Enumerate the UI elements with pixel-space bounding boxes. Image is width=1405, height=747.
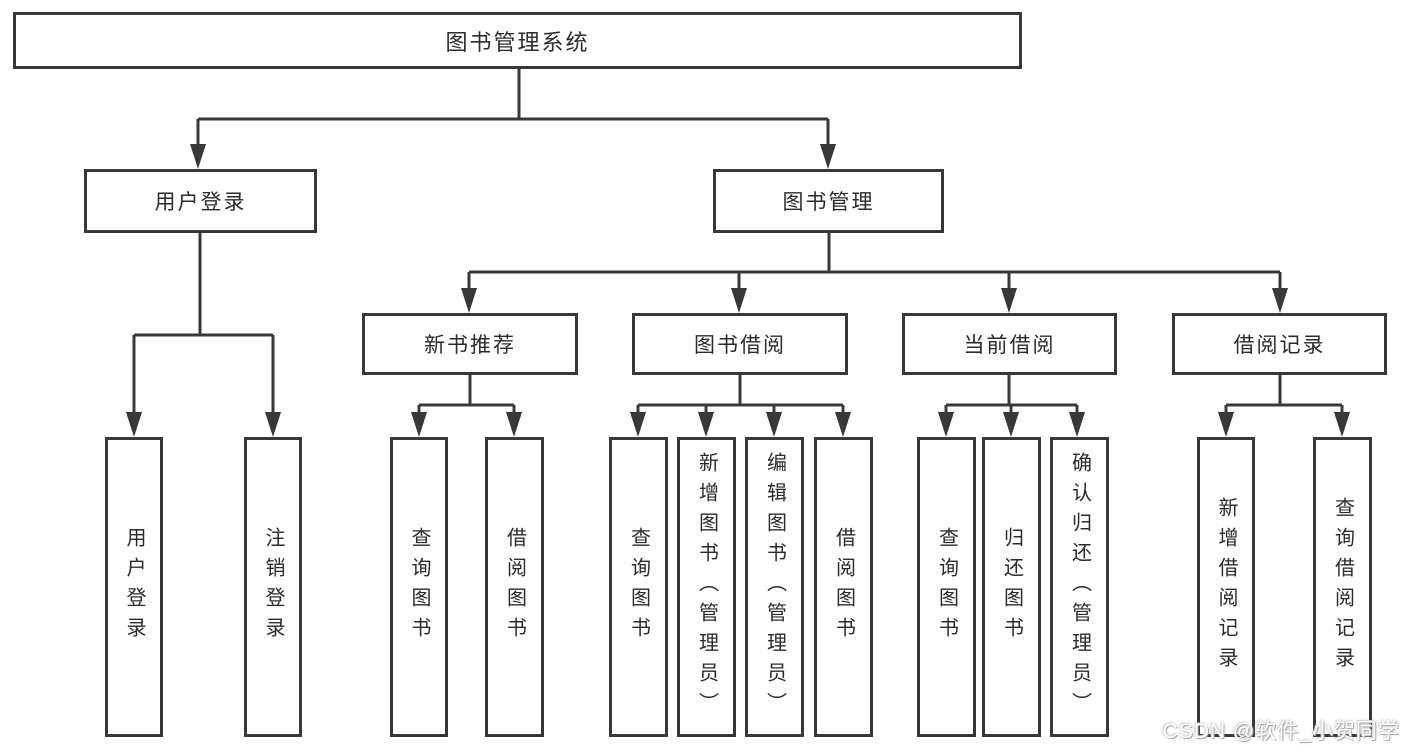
leaf-user-login-label: 用户登录 — [123, 527, 145, 647]
leaf-logout: 注销登录 — [244, 437, 302, 737]
node-book-management-label: 图书管理 — [782, 191, 875, 214]
leaf-query-borrow-record: 查询借阅记录 — [1313, 437, 1372, 737]
leaf-return-books: 归还图书 — [982, 437, 1041, 737]
leaf-borrow-books-borrowing: 借阅图书 — [814, 437, 873, 737]
node-book-management: 图书管理 — [713, 169, 944, 233]
node-user-login-label: 用户登录 — [154, 191, 247, 214]
leaf-query-books-borrowing: 查询图书 — [609, 437, 668, 737]
leaf-edit-books-admin-label: 编辑图书（管理员） — [763, 452, 786, 722]
leaf-return-books-label: 归还图书 — [1000, 527, 1023, 647]
leaf-confirm-return-admin: 确认归还（管理员） — [1050, 437, 1109, 737]
leaf-borrow-books-borrowing-label: 借阅图书 — [832, 527, 855, 647]
node-current-borrowing-label: 当前借阅 — [963, 334, 1056, 357]
node-root-label: 图书管理系统 — [445, 29, 590, 55]
leaf-query-books-recommend-label: 查询图书 — [408, 527, 430, 647]
leaf-user-login: 用户登录 — [105, 437, 163, 737]
node-current-borrowing: 当前借阅 — [902, 313, 1117, 375]
leaf-logout-label: 注销登录 — [262, 527, 284, 647]
leaf-add-borrow-record: 新增借阅记录 — [1197, 437, 1255, 737]
leaf-query-books-current: 查询图书 — [917, 437, 976, 737]
node-book-borrowing: 图书借阅 — [632, 313, 848, 375]
node-borrowing-records-label: 借阅记录 — [1233, 334, 1326, 357]
leaf-add-books-admin: 新增图书（管理员） — [677, 437, 736, 737]
leaf-query-books-borrowing-label: 查询图书 — [627, 527, 650, 647]
connector-lines — [132, 69, 1344, 414]
leaf-query-borrow-record-label: 查询借阅记录 — [1331, 497, 1354, 677]
leaf-query-books-recommend: 查询图书 — [390, 437, 448, 737]
arrowheads — [126, 144, 1350, 437]
node-new-book-recommend: 新书推荐 — [362, 313, 578, 375]
leaf-add-books-admin-label: 新增图书（管理员） — [695, 452, 718, 722]
leaf-add-borrow-record-label: 新增借阅记录 — [1215, 497, 1237, 677]
leaf-borrow-books-recommend-label: 借阅图书 — [503, 527, 526, 647]
leaf-edit-books-admin: 编辑图书（管理员） — [745, 437, 804, 737]
node-borrowing-records: 借阅记录 — [1172, 313, 1387, 375]
node-root: 图书管理系统 — [13, 12, 1022, 69]
leaf-query-books-current-label: 查询图书 — [935, 527, 958, 647]
leaf-borrow-books-recommend: 借阅图书 — [485, 437, 544, 737]
leaf-confirm-return-admin-label: 确认归还（管理员） — [1068, 452, 1091, 722]
node-book-borrowing-label: 图书借阅 — [694, 334, 786, 357]
node-user-login: 用户登录 — [84, 169, 317, 233]
node-new-book-recommend-label: 新书推荐 — [424, 334, 516, 357]
